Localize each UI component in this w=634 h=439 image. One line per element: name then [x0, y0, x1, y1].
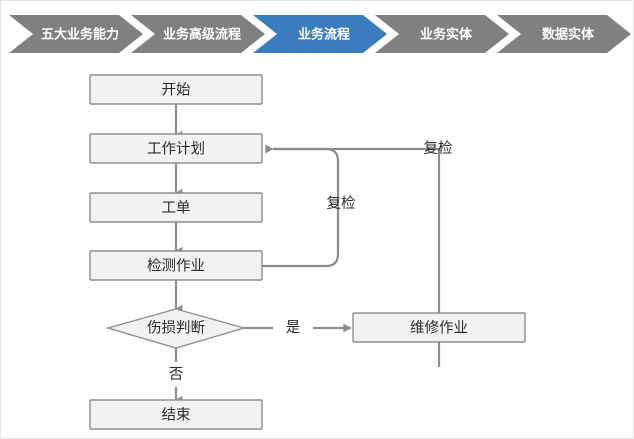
edge-label-recheck-inner: 复检: [327, 194, 356, 212]
breadcrumb-step-label: 数据实体: [542, 27, 595, 43]
node-shape: [89, 192, 263, 223]
edge-label-no: 否: [169, 367, 184, 383]
node-label: 工作计划: [147, 141, 205, 158]
chevron-shape: [497, 15, 631, 53]
breadcrumb-step-0[interactable]: 五大业务能力: [9, 15, 143, 53]
flowchart: 开始 工作计划 工单 检测作业 伤损判断 维修作业: [1, 57, 633, 438]
breadcrumb-step-4[interactable]: 数据实体: [497, 15, 631, 53]
node-label: 检测作业: [147, 258, 205, 275]
edge-label-recheck-outer: 复检: [424, 139, 453, 157]
node-shape: [89, 399, 263, 430]
node-label: 维修作业: [410, 320, 468, 337]
breadcrumb-step-2-active[interactable]: 业务流程: [253, 15, 387, 53]
node-shape: [89, 133, 263, 164]
chevron-shape: [253, 15, 387, 53]
node-shape: [89, 250, 263, 281]
breadcrumb-step-label: 业务实体: [420, 27, 473, 43]
breadcrumb-step-label: 业务流程: [298, 27, 350, 43]
node-label: 工单: [162, 200, 191, 217]
edge-label-yes: 是: [286, 320, 301, 336]
breadcrumb-step-label: 五大业务能力: [41, 27, 119, 43]
breadcrumb-step-3[interactable]: 业务实体: [375, 15, 509, 53]
node-shape: [352, 312, 526, 343]
node-end[interactable]: 结束: [89, 399, 263, 430]
chevron-shape: [375, 15, 509, 53]
node-inspection[interactable]: 检测作业: [89, 250, 263, 281]
node-label: 结束: [162, 407, 191, 424]
node-start[interactable]: 开始: [89, 74, 263, 105]
node-repair[interactable]: 维修作业: [352, 312, 526, 343]
breadcrumb-step-label: 业务高级流程: [163, 27, 241, 43]
node-work-plan[interactable]: 工作计划: [89, 133, 263, 164]
chevron-shape: [9, 15, 143, 53]
breadcrumb-step-1[interactable]: 业务高级流程: [131, 15, 265, 53]
node-shape: [105, 308, 247, 349]
node-label: 伤损判断: [147, 320, 205, 337]
node-decision[interactable]: 伤损判断: [105, 308, 247, 349]
breadcrumb: 五大业务能力 业务高级流程 业务流程 业务实体 数据实体: [1, 13, 633, 55]
node-shape: [89, 74, 263, 105]
node-work-order[interactable]: 工单: [89, 192, 263, 223]
edge-recheck-outer: [265, 144, 441, 367]
chevron-shape: [131, 15, 265, 53]
node-label: 开始: [162, 82, 191, 99]
